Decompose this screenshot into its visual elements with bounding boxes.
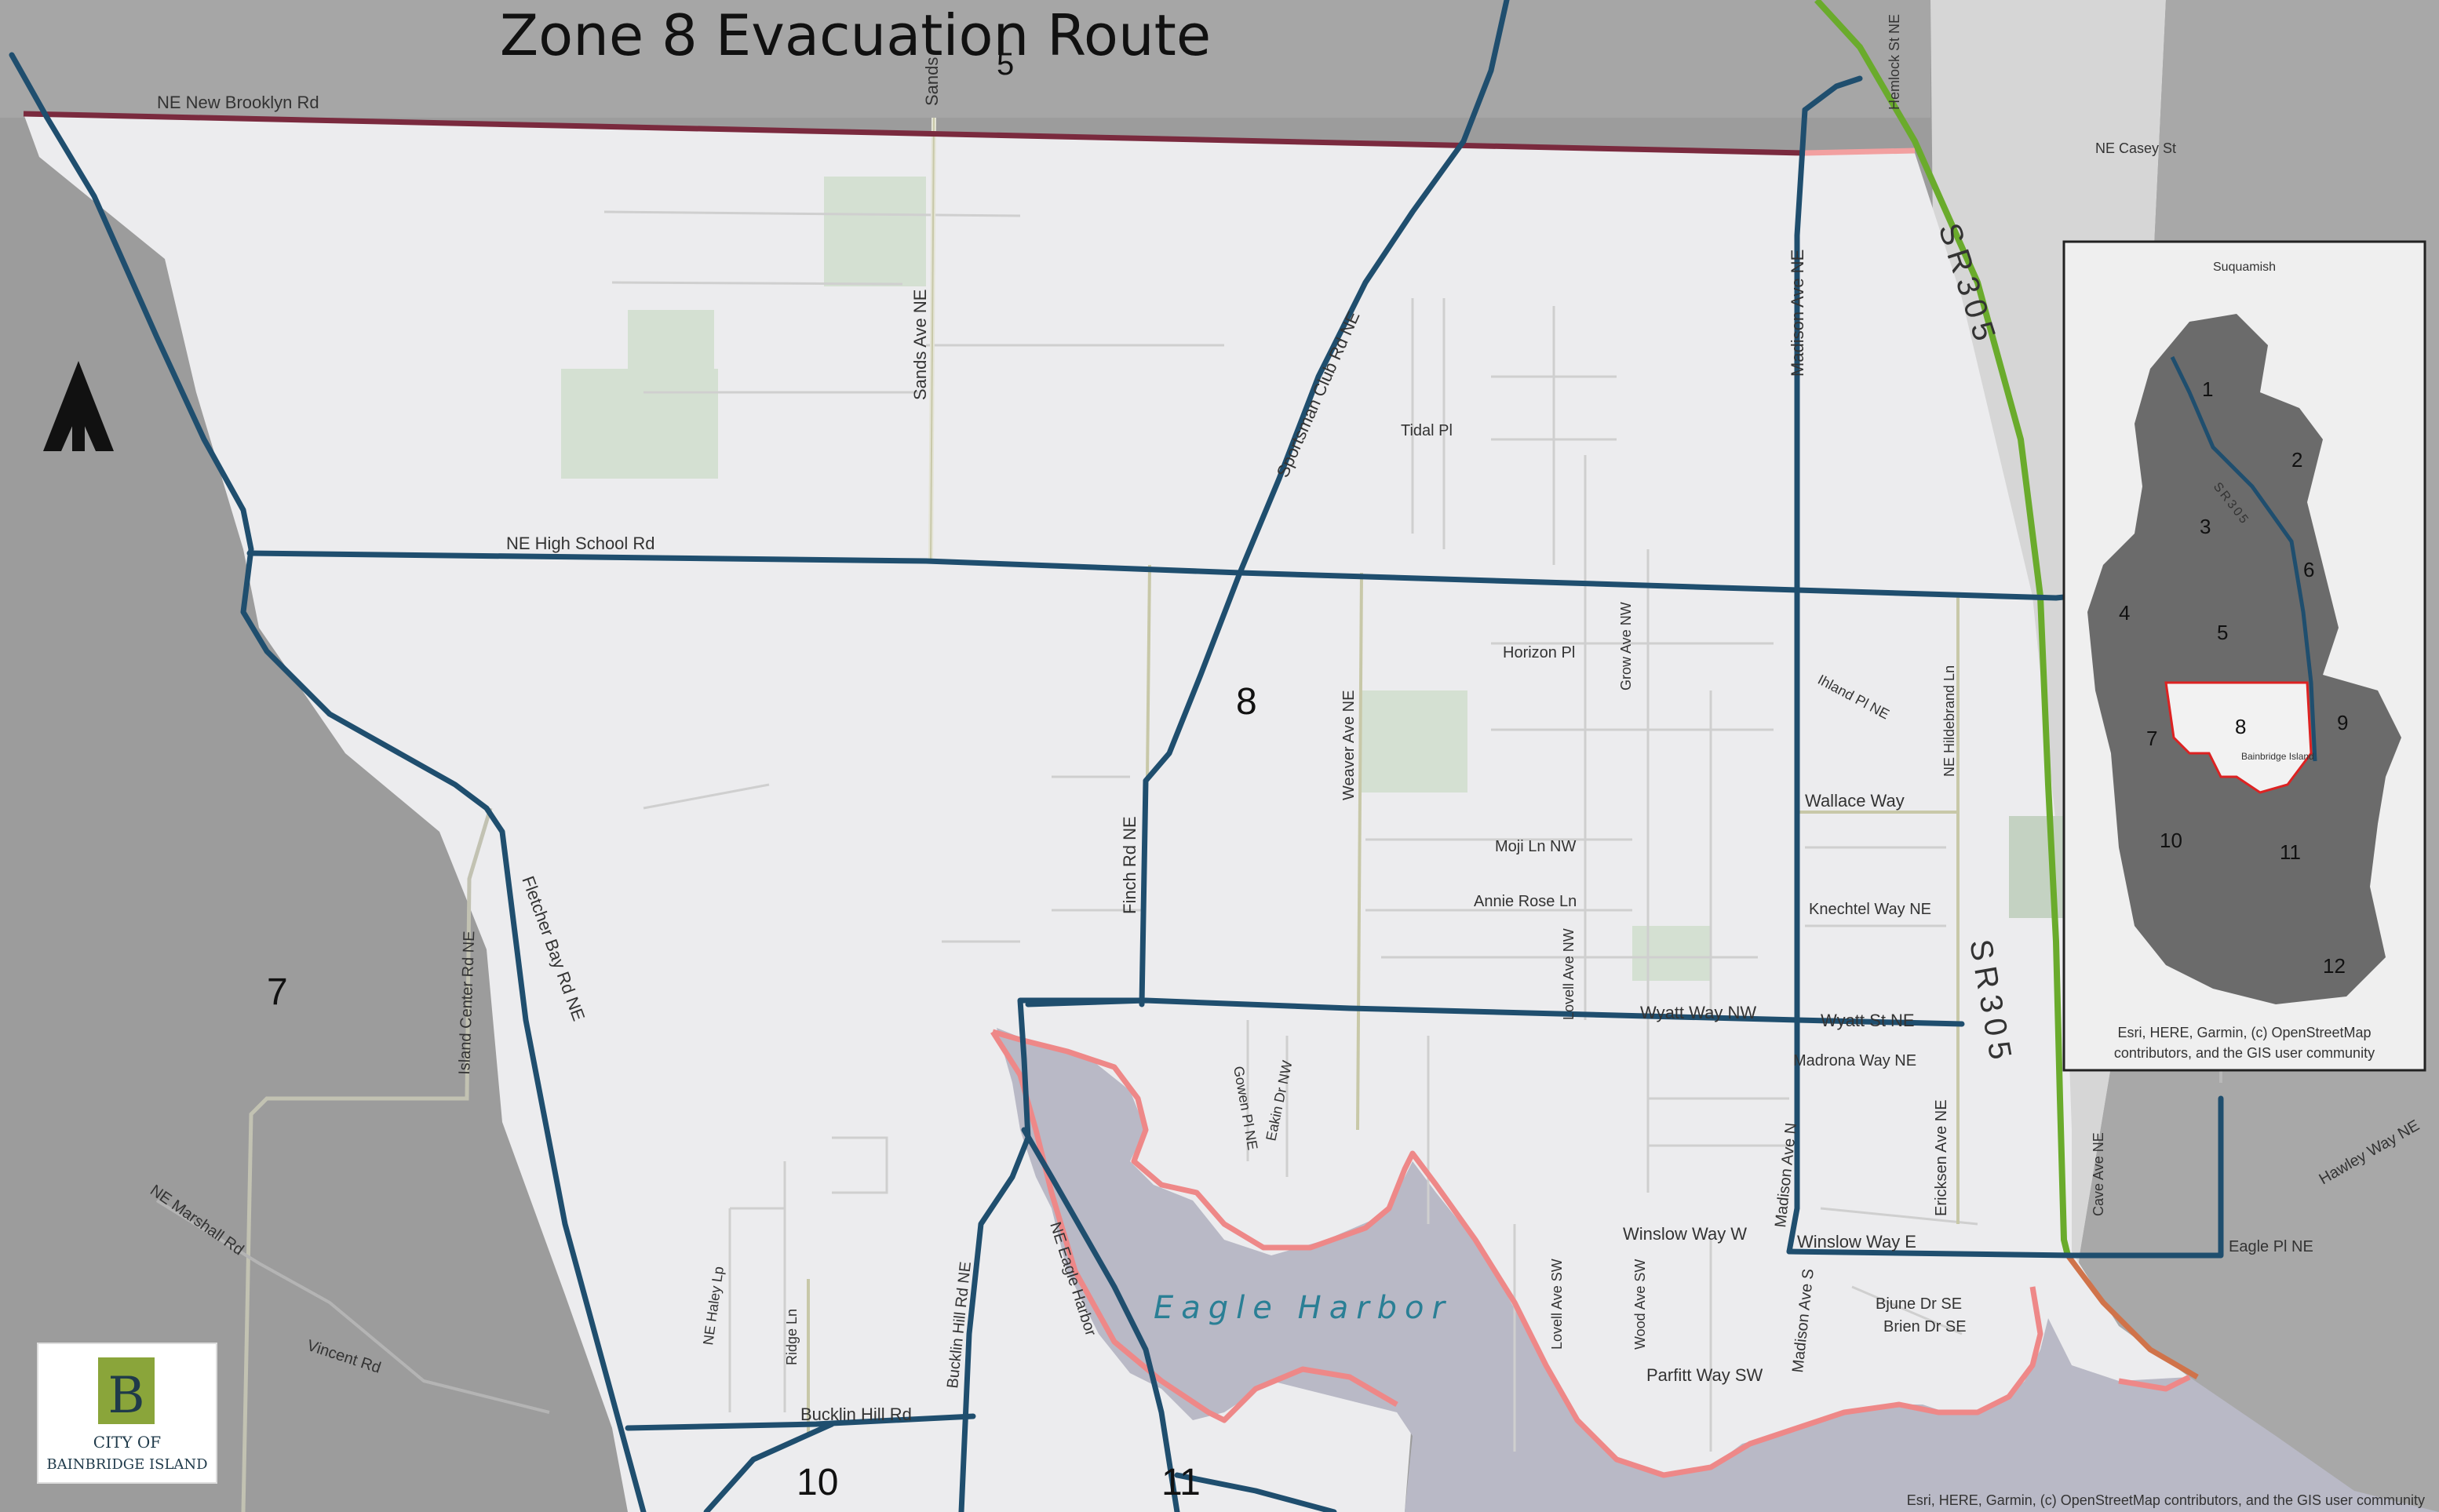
label-finch-rd-ne: Finch Rd NE <box>1120 816 1139 914</box>
finch-rd-light <box>1146 564 1151 778</box>
label-wood-ave-sw: Wood Ave SW <box>1632 1259 1648 1350</box>
label-lovell-ave-nw: Lovell Ave NW <box>1561 928 1577 1020</box>
zone-5-label: 5 <box>997 47 1014 82</box>
inset-zone-8: 8 <box>2235 715 2246 738</box>
logo-line1: CITY OF <box>93 1433 162 1452</box>
label-wallace-way: Wallace Way <box>1805 791 1905 811</box>
label-parfitt-way-sw: Parfitt Way SW <box>1646 1365 1763 1385</box>
label-annie-rose-ln: Annie Rose Ln <box>1474 893 1577 910</box>
shoreline <box>992 1029 2191 1478</box>
label-wyatt-st-ne: Wyatt St NE <box>1821 1011 1915 1030</box>
logo-letter: B <box>108 1367 144 1425</box>
inset-zone-5: 5 <box>2217 621 2228 644</box>
logo-mark <box>98 1357 155 1424</box>
label-cave-ave-ne: Cave Ave NE <box>2091 1132 2106 1216</box>
inset-zone-7: 7 <box>2146 727 2157 750</box>
label-sands-top: Sands <box>922 57 942 106</box>
label-grow-ave-nw: Grow Ave NW <box>1618 602 1634 690</box>
label-brien-dr-se: Brien Dr SE <box>1883 1318 1967 1335</box>
label-ericksen-ave-ne: Ericksen Ave NE <box>1933 1099 1950 1216</box>
inset-island <box>2087 314 2401 1004</box>
minor-streets <box>603 210 1978 1452</box>
label-ne-high-school-rd: NE High School Rd <box>506 534 655 553</box>
inset-zone-11: 11 <box>2280 840 2301 864</box>
inset-label-bainbridge: Bainbridge Island <box>2241 751 2314 762</box>
park-rotary <box>1362 690 1467 792</box>
map-attribution: Esri, HERE, Garmin, (c) OpenStreetMap co… <box>1907 1492 2425 1508</box>
label-knechtel-way-ne: Knechtel Way NE <box>1809 901 1931 918</box>
label-ne-casey-st: NE Casey St <box>2095 140 2176 156</box>
inset-zone-1: 1 <box>2202 377 2213 401</box>
label-ne-new-brooklyn-rd: NE New Brooklyn Rd <box>157 93 319 112</box>
label-weaver-ave-ne: Weaver Ave NE <box>1340 690 1358 800</box>
inset-zone-2: 2 <box>2291 448 2302 472</box>
sr305-bridge-link <box>2065 1253 2199 1380</box>
inset-zone-6: 6 <box>2303 558 2314 581</box>
eagle-harbor-water <box>997 1028 2439 1512</box>
inset-zone-4: 4 <box>2119 601 2130 625</box>
label-ne-hildebrand-ln: NE Hildebrand Ln <box>1941 665 1957 777</box>
north-boundary-east <box>1804 148 1916 156</box>
zone-10-label: 10 <box>797 1462 838 1503</box>
label-bucklin-hill-rd: Bucklin Hill Rd <box>800 1405 912 1424</box>
inset-zone-3: 3 <box>2200 515 2211 538</box>
zone-8-label: 8 <box>1236 681 1257 723</box>
label-bjune-dr-se: Bjune Dr SE <box>1876 1295 1962 1313</box>
shoreline-south <box>990 1030 1398 1423</box>
label-madrona-way-ne: Madrona Way NE <box>1793 1052 1916 1069</box>
label-sands-ave-ne: Sands Ave NE <box>910 290 930 400</box>
label-moji-ln-nw: Moji Ln NW <box>1495 838 1576 855</box>
logo-line2: BAINBRIDGE ISLAND <box>46 1456 207 1473</box>
label-tidal-pl: Tidal Pl <box>1401 422 1453 439</box>
inset-map: Suquamish SR305 Bainbridge Island 1 2 3 … <box>2062 240 2426 1072</box>
island-center-road <box>241 807 493 1512</box>
inset-attribution-2: contributors, and the GIS user community <box>2114 1045 2375 1061</box>
park-sands-ballfields <box>824 177 926 286</box>
north-boundary <box>23 111 1806 156</box>
inset-zone-10: 10 <box>2160 829 2182 852</box>
inset-zone-8 <box>2164 681 2313 794</box>
inset-zone-12: 12 <box>2323 954 2346 978</box>
label-ridge-ln: Ridge Ln <box>784 1309 800 1365</box>
label-winslow-way-e: Winslow Way E <box>1797 1232 1916 1251</box>
map-title: Zone 8 Evacuation Route <box>500 2 1211 68</box>
north-arrow-icon <box>43 361 114 451</box>
inset-attribution-1: Esri, HERE, Garmin, (c) OpenStreetMap <box>2117 1025 2371 1040</box>
inset-route <box>2170 355 2317 762</box>
label-wyatt-way-nw: Wyatt Way NW <box>1640 1003 1756 1022</box>
park-gideon <box>1632 926 1711 981</box>
inset-label-place: Suquamish <box>2213 261 2276 274</box>
label-madison-ave-ne: Madison Ave NE <box>1788 250 1807 377</box>
evacuation-routes <box>9 0 2224 1512</box>
park-strawberry-hill-2 <box>561 369 718 479</box>
label-hemlock-st-ne: Hemlock St NE <box>1887 14 1902 110</box>
label-eagle-pl-ne: Eagle Pl NE <box>2229 1238 2313 1255</box>
north-area <box>0 0 1930 118</box>
label-eagle-harbor: Eagle Harbor <box>1154 1290 1453 1326</box>
zone-7-label: 7 <box>267 971 288 1013</box>
weaver-ave-road <box>1356 572 1363 1131</box>
label-horizon-pl: Horizon Pl <box>1503 644 1575 661</box>
marshall-road <box>155 1199 550 1414</box>
city-logo: B CITY OF BAINBRIDGE ISLAND <box>37 1343 217 1484</box>
zone-11-label: 11 <box>1161 1462 1201 1503</box>
inset-zone-9: 9 <box>2337 711 2348 734</box>
label-lovell-ave-sw: Lovell Ave SW <box>1549 1259 1565 1350</box>
label-winslow-way-w: Winslow Way W <box>1623 1224 1747 1244</box>
